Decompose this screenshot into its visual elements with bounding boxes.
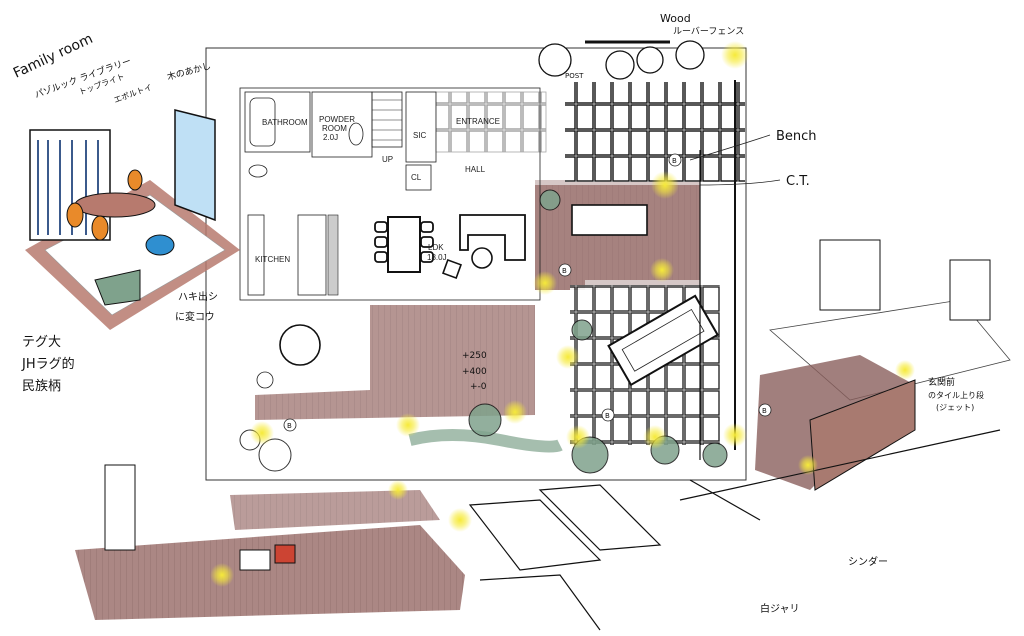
level-label-250: +250 — [462, 351, 487, 361]
deck-perspective — [75, 429, 1001, 631]
room-label-powder-room: ROOM — [322, 124, 347, 133]
marker-b: B — [762, 407, 767, 415]
room-label-entrance: ENTRANCE — [456, 117, 500, 126]
marker-b: B — [287, 422, 292, 430]
note-rug-3: 民族柄 — [22, 378, 61, 394]
light-glow — [798, 455, 818, 475]
marker-b: B — [672, 157, 677, 165]
note-deck-2: に変コウ — [175, 310, 215, 323]
light-glow — [643, 425, 667, 449]
marker-b: B — [562, 267, 567, 275]
light-glow — [396, 413, 420, 437]
level-label-0: +-0 — [470, 382, 487, 392]
ct-label: C.T. — [786, 174, 810, 189]
note-tile-2: のタイル上り段 — [928, 390, 984, 400]
wood-fence-label: Wood — [660, 12, 691, 25]
room-size-ldk: 18.0J — [427, 253, 447, 262]
gravel-label: 白ジャリ — [760, 602, 800, 615]
light-glow — [388, 480, 408, 500]
note-tile-1: 玄関前 — [928, 376, 955, 388]
light-glow — [650, 258, 674, 282]
wood-deck — [255, 185, 700, 420]
post-label: POST — [565, 72, 584, 80]
light-glow — [448, 508, 472, 532]
light-glow — [895, 360, 915, 380]
light-glow — [723, 423, 747, 447]
stair-up-label: UP — [382, 155, 393, 164]
note-wood: 木のあかし — [166, 60, 213, 83]
louver-fence-label: ルーバーフェンス — [673, 26, 744, 37]
light-glow — [533, 271, 557, 295]
room-label-kitchen: KITCHEN — [255, 255, 290, 264]
light-glow — [503, 400, 527, 424]
room-label-sic: SIC — [413, 131, 427, 140]
light-glow — [721, 41, 749, 69]
note-light: エボルトイ — [113, 83, 154, 105]
marker-b: B — [605, 412, 610, 420]
room-label-bathroom: BATHROOM — [262, 118, 308, 127]
light-glow — [556, 345, 580, 369]
bench-label: Bench — [776, 129, 817, 144]
bollard-markers: B B B B B — [283, 153, 772, 432]
room-label-hall: HALL — [465, 165, 486, 174]
room-label-powder: POWDER — [319, 115, 355, 124]
entrance-tiles — [565, 82, 745, 182]
light-glow — [566, 425, 590, 449]
light-glow — [250, 421, 274, 445]
outdoor-table — [571, 204, 648, 236]
cinder-label: シンダー — [848, 555, 888, 568]
family-room-perspective: Family room パゾルック ライブラリー トップライト エボルトイ 木の… — [11, 31, 240, 394]
level-label-400: +400 — [462, 367, 487, 377]
light-glow — [651, 171, 679, 199]
note-rug-2: JHラグ的 — [21, 356, 75, 372]
room-label-cl: CL — [411, 173, 422, 182]
light-glow — [210, 563, 234, 587]
garden-lights — [210, 41, 915, 587]
note-tile-3: (ジェット) — [936, 403, 974, 412]
floor-plan: BATHROOM POWDER ROOM 2.0J UP SIC CL ENTR… — [205, 40, 747, 481]
room-label-ldk: LDK — [428, 243, 444, 252]
note-rug-1: テグ大 — [22, 335, 61, 350]
entrance-perspective: 玄関前 のタイル上り段 (ジェット) 白ジャリ シンダー — [755, 239, 1011, 615]
note-deck-1: ハキ出シ — [178, 290, 218, 303]
room-size-powder: 2.0J — [323, 133, 338, 142]
